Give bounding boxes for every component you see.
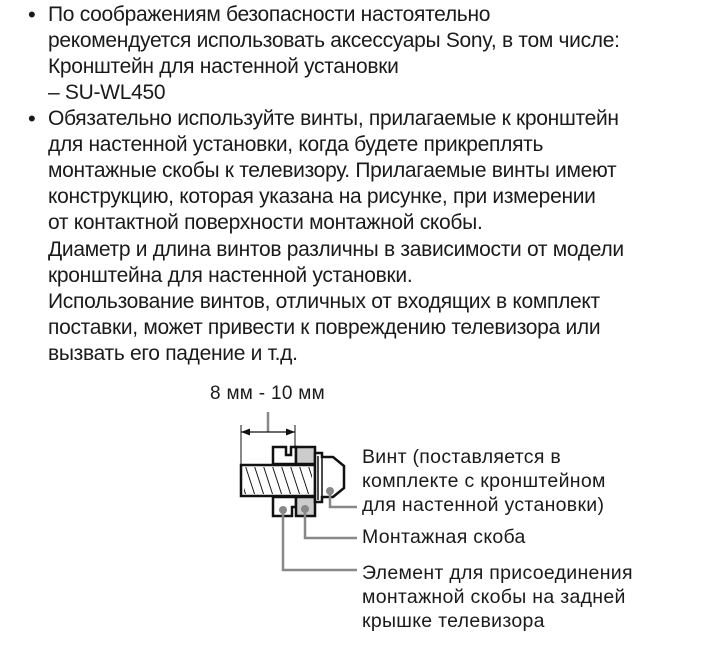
text-line: Диаметр и длина винтов различны в зависи… (48, 238, 624, 261)
text-line: Кронштейн для настенной установки (48, 55, 399, 78)
text-line: кронштейна для настенной установки. (48, 264, 413, 287)
attachment-leader (281, 510, 357, 572)
callout-line: монтажной скобы на задней (362, 586, 626, 608)
text-line: монтажные скобы к телевизору. Прилагаемы… (48, 159, 617, 182)
text-line: для настенной установки, когда будете пр… (48, 133, 544, 156)
mounting-bracket-top (294, 445, 317, 466)
callout-line: крышке телевизора (362, 610, 545, 632)
text-line: Использование винтов, отличных от входящ… (48, 290, 600, 313)
tv-attachment-top (271, 445, 298, 466)
bullet-marker: • (28, 106, 36, 131)
text-line: от контактной поверхности монтажной скоб… (48, 211, 483, 234)
callout-line: для настенной установки) (362, 494, 605, 516)
text-line: По соображениям безопасности настоятельн… (48, 3, 491, 26)
callout-line: Элемент для присоединения (362, 562, 633, 584)
bullet-marker: • (28, 2, 36, 27)
text-line: вызвать его падение и т.д. (48, 342, 298, 365)
text-line: Обязательно используйте винты, прилагаем… (48, 107, 619, 130)
callout-line: комплекте с кронштейном (362, 470, 606, 492)
screw-leader (328, 491, 357, 509)
text-line: рекомендуется использовать аксессуары So… (48, 29, 620, 52)
text-line: конструкцию, которая указана на рисунке,… (48, 185, 596, 208)
callout-line: Монтажная скоба (362, 526, 526, 548)
model-number: – SU-WL450 (48, 81, 166, 104)
text-line: поставки, может привести к повреждению т… (48, 316, 601, 339)
bracket-leader (303, 509, 357, 540)
callout-line: Винт (поставляется в (362, 446, 562, 468)
dimension-label: 8 мм - 10 мм (210, 383, 325, 404)
